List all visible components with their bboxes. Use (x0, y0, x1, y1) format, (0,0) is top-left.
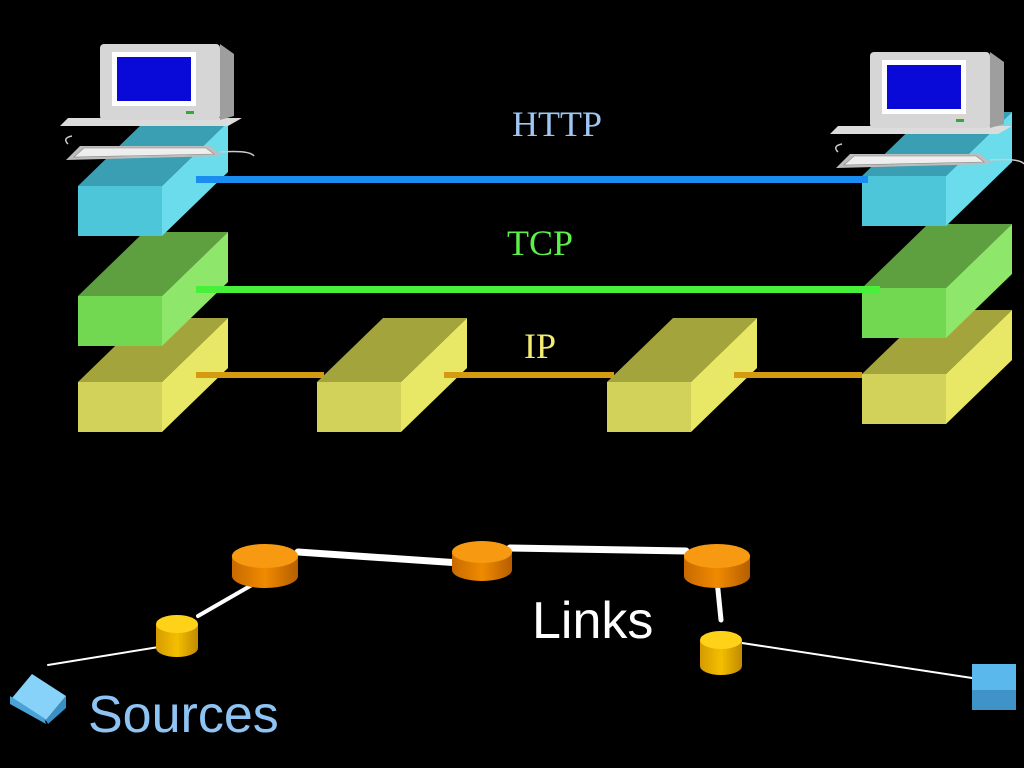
sources-label: Sources (88, 686, 279, 744)
ip-block-router-1 (317, 318, 467, 432)
router-node-right (684, 544, 750, 588)
source-node-right (700, 631, 742, 675)
source-node-left (156, 615, 198, 657)
http-label: HTTP (512, 104, 602, 144)
ip-block-left (78, 318, 228, 432)
links-label: Links (532, 592, 653, 650)
host-box-left (10, 674, 66, 724)
ip-block-router-2 (607, 318, 757, 432)
desktop-computer-icon (830, 52, 1024, 168)
tcp-connection-line (196, 286, 880, 293)
router-node-center (452, 541, 512, 581)
ip-block-right (862, 310, 1012, 424)
tcp-block-right (862, 224, 1012, 338)
router-node-left (232, 544, 298, 588)
ip-connection-lines (196, 372, 862, 378)
tcp-label: TCP (507, 223, 573, 263)
http-connection-line (196, 176, 868, 183)
desktop-computer-icon (60, 44, 255, 160)
tcp-block-left (78, 232, 228, 346)
ip-label: IP (524, 326, 556, 366)
network-links (47, 544, 973, 679)
host-box-right (972, 664, 1016, 710)
